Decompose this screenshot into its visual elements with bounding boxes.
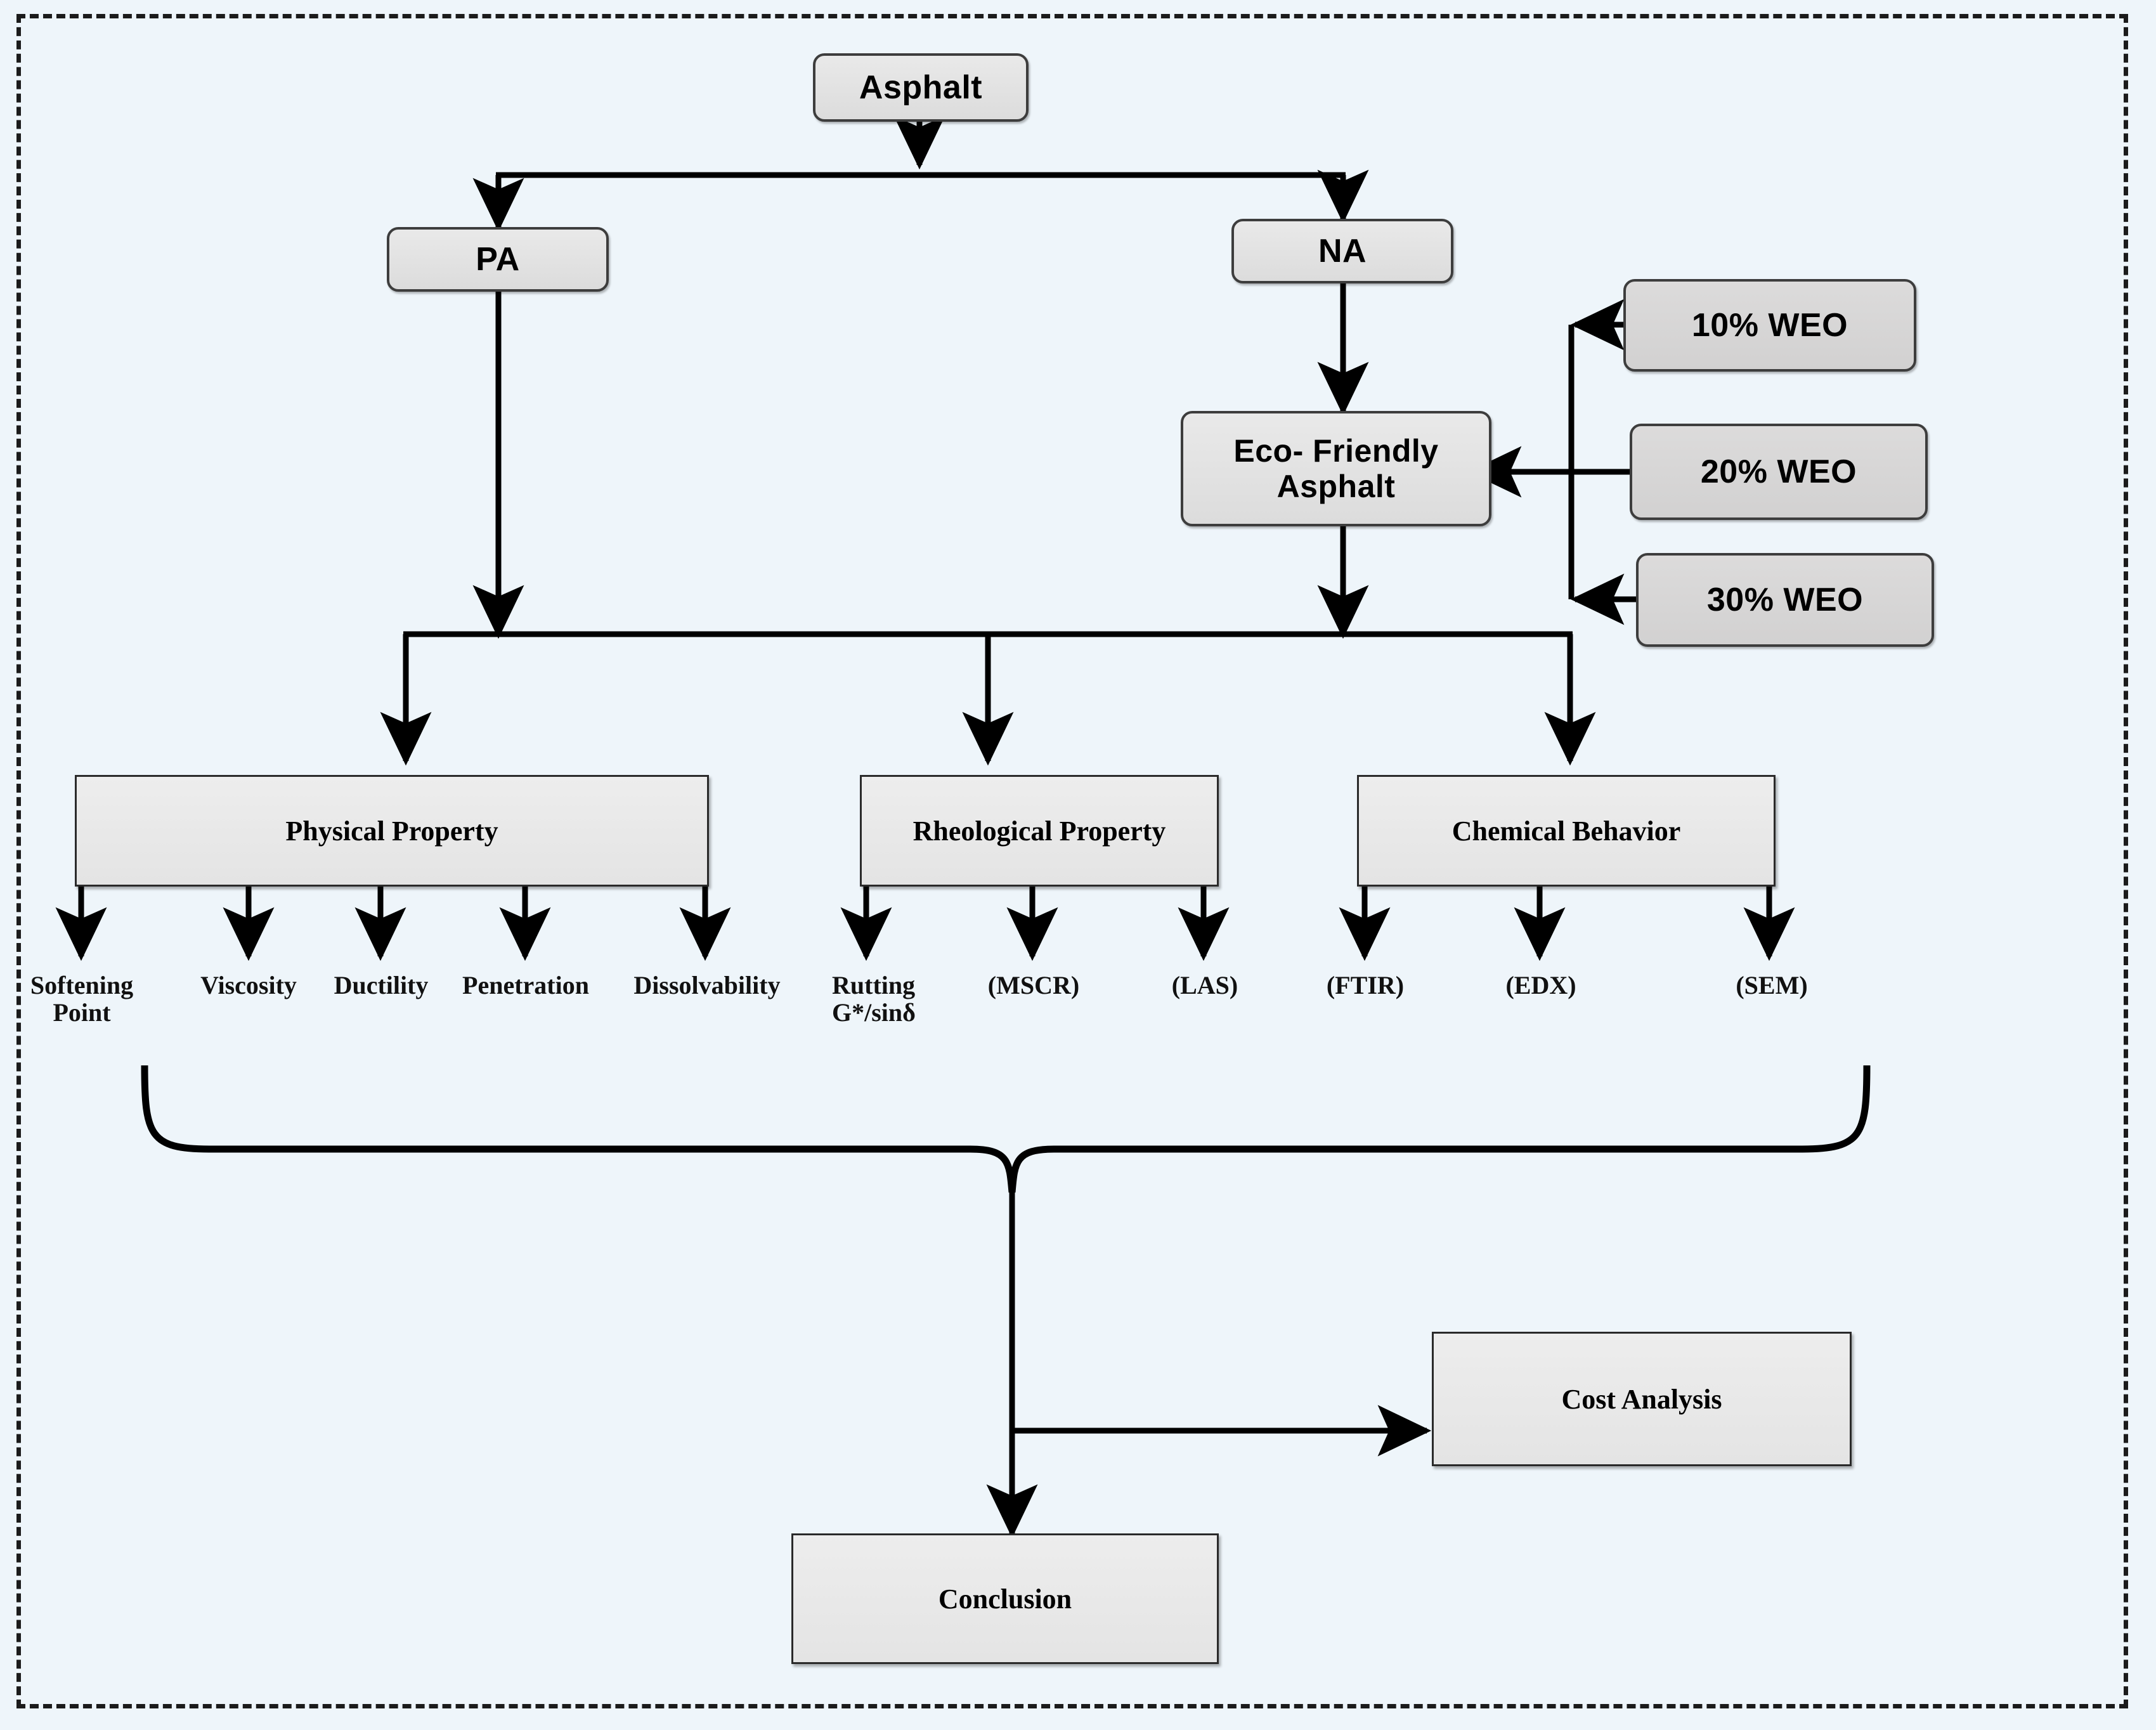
leaf-softening-point: Softening Point xyxy=(30,971,134,1027)
node-na[interactable]: NA xyxy=(1231,219,1453,283)
node-physical-property[interactable]: Physical Property xyxy=(75,775,709,887)
leaf-sem: (SEM) xyxy=(1736,971,1808,999)
leaf-ftir: (FTIR) xyxy=(1326,971,1405,999)
node-conclusion[interactable]: Conclusion xyxy=(791,1533,1219,1664)
leaf-rutting: Rutting G*/sinδ xyxy=(832,971,916,1027)
node-weo-20[interactable]: 20% WEO xyxy=(1630,424,1928,520)
node-cost-analysis[interactable]: Cost Analysis xyxy=(1432,1332,1852,1466)
node-weo-10[interactable]: 10% WEO xyxy=(1623,279,1916,372)
node-conclusion-label: Conclusion xyxy=(938,1583,1072,1615)
node-chemical-behavior-label: Chemical Behavior xyxy=(1451,815,1681,847)
node-eco-friendly-asphalt-label: Eco- Friendly Asphalt xyxy=(1233,433,1439,504)
node-pa[interactable]: PA xyxy=(387,227,609,292)
node-cost-analysis-label: Cost Analysis xyxy=(1561,1383,1722,1415)
node-physical-property-label: Physical Property xyxy=(285,815,498,847)
node-weo-20-label: 20% WEO xyxy=(1700,453,1857,490)
leaf-edx: (EDX) xyxy=(1505,971,1576,999)
node-asphalt[interactable]: Asphalt xyxy=(813,53,1029,122)
node-weo-30[interactable]: 30% WEO xyxy=(1636,553,1934,647)
leaf-las: (LAS) xyxy=(1171,971,1238,999)
leaf-dissolvability: Dissolvability xyxy=(633,971,781,999)
node-rheological-property-label: Rheological Property xyxy=(912,815,1166,847)
node-weo-30-label: 30% WEO xyxy=(1706,582,1864,618)
leaf-ductility: Ductility xyxy=(334,971,429,999)
node-na-label: NA xyxy=(1318,233,1367,270)
node-weo-10-label: 10% WEO xyxy=(1691,307,1848,344)
node-rheological-property[interactable]: Rheological Property xyxy=(860,775,1219,887)
leaf-penetration: Penetration xyxy=(462,971,589,999)
node-pa-label: PA xyxy=(476,241,520,278)
node-chemical-behavior[interactable]: Chemical Behavior xyxy=(1357,775,1776,887)
node-asphalt-label: Asphalt xyxy=(859,69,983,106)
leaf-mscr: (MSCR) xyxy=(987,971,1080,999)
leaf-viscosity: Viscosity xyxy=(200,971,297,999)
node-eco-friendly-asphalt[interactable]: Eco- Friendly Asphalt xyxy=(1181,411,1491,526)
